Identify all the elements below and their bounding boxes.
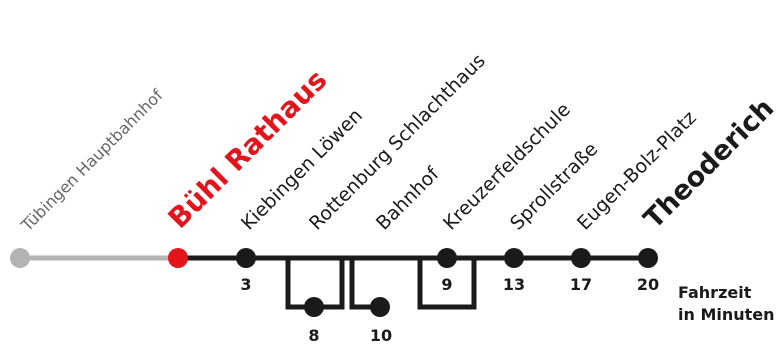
stop-dot-sprollstrasse [504,248,524,268]
stop-dot-eugen-bolz-platz [571,248,591,268]
time-label-theoderich: 20 [637,275,659,294]
time-label-rottenburg-schlachthaus: 8 [308,326,319,345]
time-label-eugen-bolz-platz: 17 [570,275,592,294]
stop-dot-rottenburg-schlachthaus [304,297,324,317]
stop-dot-kreuzerfeldschule [437,248,457,268]
legend-travel-time-line2: in Minuten [678,305,775,324]
time-label-sprollstrasse: 13 [503,275,525,294]
stop-dot-bahnhof [370,297,390,317]
legend-travel-time-line1: Fahrzeit [678,283,752,302]
stop-label-theoderich: Theoderich [638,93,780,235]
stop-label-bahnhof: Bahnhof [372,162,444,234]
stop-dot-theoderich [638,248,658,268]
time-label-bahnhof: 10 [370,326,392,345]
stop-label-tuebingen-hauptbahnhof: Tübingen Hauptbahnhof [17,85,167,235]
detour-loop-kreuzerfeldschule [417,258,477,310]
stop-dot-kiebingen-loewen [236,248,256,268]
stop-dot-tuebingen-hauptbahnhof [10,248,30,268]
stop-dot-buehl-rathaus [168,248,188,268]
time-label-kreuzerfeldschule: 9 [441,275,452,294]
time-label-kiebingen-loewen: 3 [240,275,251,294]
stop-label-kreuzerfeldschule: Kreuzerfeldschule [439,99,575,235]
